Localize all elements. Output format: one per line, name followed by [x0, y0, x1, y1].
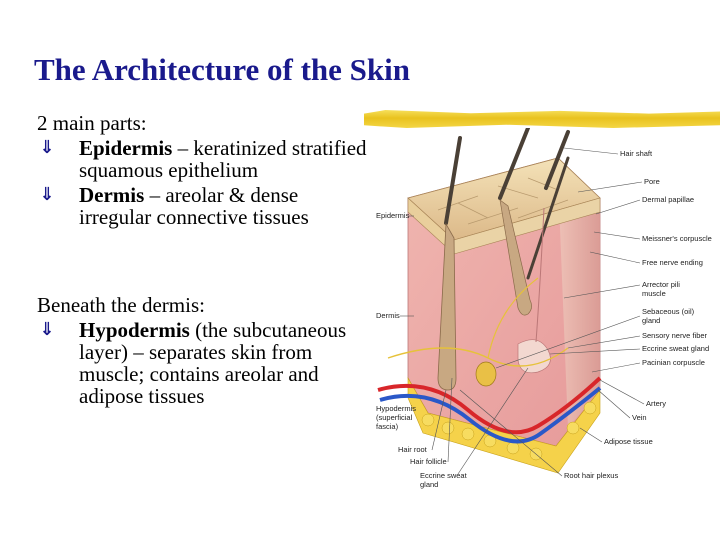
skin-diagram: Epidermis Dermis Hypodermis (superficial… [376, 128, 712, 489]
slide-title: The Architecture of the Skin [34, 52, 411, 87]
label-arrector-pili: Arrector pili [642, 280, 680, 289]
label-dermal-papillae: Dermal papillae [642, 195, 694, 204]
surface-texture [437, 177, 569, 225]
dermis-side-face [558, 158, 600, 428]
label-arrector-pili-2: muscle [642, 289, 666, 298]
label-sebaceous-2: gland [642, 316, 660, 325]
arrow-down-bullet-icon: ⇓ [39, 184, 55, 205]
decorative-bar [364, 110, 720, 128]
hair-shafts [444, 128, 570, 280]
term-epidermis: Epidermis [79, 136, 173, 160]
list-item-dermis: ⇓ Dermis – areolar & dense irregular con… [37, 184, 367, 228]
desc-dermis: – areolar & dense irregular connective t… [79, 183, 309, 229]
artery-vessel [377, 376, 602, 435]
list-item-epidermis: ⇓ Epidermis – keratinized stratified squ… [37, 137, 367, 181]
label-hypodermis-2: (superficial [376, 413, 413, 422]
nerve-fiber-2 [487, 277, 539, 359]
right-labels: Hair shaft Pore Dermal papillae Meissner… [459, 147, 712, 480]
arrow-down-bullet-icon: ⇓ [39, 137, 55, 158]
main-parts-heading: 2 main parts: [37, 111, 147, 135]
label-hypodermis: Hypodermis [376, 404, 416, 413]
label-hair-shaft: Hair shaft [620, 149, 653, 158]
label-sensory-nerve: Sensory nerve fiber [642, 331, 708, 340]
label-sweat-gland: Eccrine sweat [420, 471, 468, 480]
adipose-layer [407, 376, 601, 474]
beneath-dermis-heading: Beneath the dermis: [37, 293, 205, 317]
label-free-nerve: Free nerve ending [642, 258, 703, 267]
term-hypodermis: Hypodermis [79, 318, 190, 342]
desc-epidermis: – keratinized stratified squamous epithe… [79, 136, 367, 182]
label-sweat-gland-2: gland [420, 480, 438, 489]
sebaceous-gland [475, 361, 497, 387]
beneath-dermis-block: Beneath the dermis: ⇓ Hypodermis (the su… [37, 294, 367, 407]
label-meissners: Meissner's corpuscle [642, 234, 712, 243]
skin-cross-section-figure: Epidermis Dermis Hypodermis (superficial… [368, 128, 720, 498]
label-hair-root: Hair root [398, 445, 428, 454]
label-epidermis: Epidermis [376, 211, 410, 220]
vein-vessel [379, 386, 602, 444]
label-eccrine-duct: Eccrine sweat gland [642, 344, 709, 353]
hair-follicle-2 [499, 199, 532, 316]
label-pore: Pore [644, 177, 660, 186]
label-dermis: Dermis [376, 311, 400, 320]
term-dermis: Dermis [79, 183, 145, 207]
label-hypodermis-3: fascia) [376, 422, 399, 431]
label-hair-follicle: Hair follicle [410, 457, 447, 466]
main-parts-block: 2 main parts: ⇓ Epidermis – keratinized … [37, 112, 367, 228]
arrow-down-bullet-icon: ⇓ [39, 319, 55, 340]
left-labels: Epidermis Dermis Hypodermis (superficial… [376, 211, 529, 489]
desc-hypodermis: (the subcutaneous layer) – separates ski… [79, 318, 347, 408]
sweat-duct [535, 207, 545, 343]
label-adipose: Adipose tissue [604, 437, 653, 446]
label-artery: Artery [646, 399, 666, 408]
list-item-hypodermis: ⇓ Hypodermis (the subcutaneous layer) – … [37, 319, 367, 407]
label-root-plexus: Root hair plexus [564, 471, 618, 480]
label-sebaceous: Sebaceous (oil) [642, 307, 695, 316]
label-pacinian: Pacinian corpuscle [642, 358, 705, 367]
label-vein: Vein [632, 413, 647, 422]
